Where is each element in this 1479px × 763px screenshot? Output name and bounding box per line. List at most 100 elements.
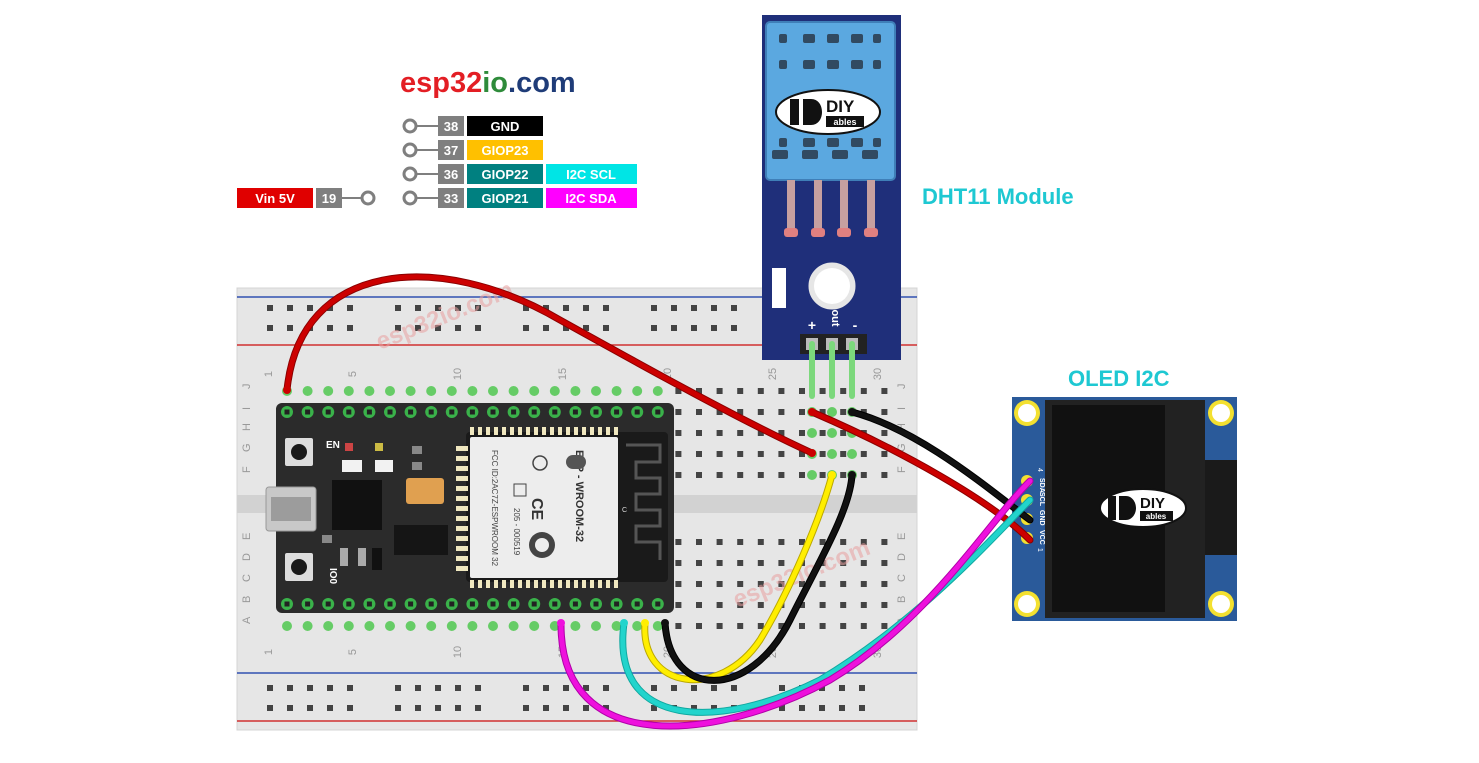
- breadboard-hole: [840, 472, 847, 478]
- breadboard-hole: [696, 388, 702, 394]
- breadboard-hole: [757, 623, 764, 629]
- occupied-hole: [611, 386, 622, 396]
- occupied-hole: [632, 386, 643, 396]
- grill-slot: [873, 60, 881, 69]
- sensor-leg: [840, 180, 848, 232]
- module-pin: [456, 526, 468, 531]
- wire-ends: [283, 386, 856, 627]
- usb-uart-chip: [332, 480, 382, 530]
- power-rail-hole: [523, 705, 529, 711]
- legend-pin-function: I2C SDA: [565, 191, 617, 206]
- module-pin: [494, 580, 498, 588]
- occupied-hole: [508, 621, 519, 631]
- antenna-mark: C: [622, 507, 627, 514]
- esp32-header-pins: [281, 406, 664, 610]
- row-label: D: [241, 553, 253, 561]
- occupied-hole: [364, 621, 375, 631]
- header-pin-core: [408, 409, 414, 415]
- breadboard-hole: [860, 388, 867, 394]
- grill-slot: [772, 150, 788, 159]
- grill-slot: [827, 138, 839, 147]
- module-pin: [526, 580, 530, 588]
- header-pin-core: [511, 601, 517, 607]
- module-pin: [566, 580, 570, 588]
- header-pin-core: [614, 601, 620, 607]
- occupied-hole: [302, 386, 313, 396]
- power-rail-hole: [475, 705, 481, 711]
- power-rail-hole: [435, 685, 441, 691]
- row-label: H: [896, 423, 908, 431]
- breadboard-hole: [696, 581, 702, 587]
- wroom-castellated-pins: [456, 427, 618, 588]
- power-rail-hole: [651, 705, 657, 711]
- power-rail-hole: [543, 705, 549, 711]
- power-rail-hole: [583, 305, 589, 311]
- power-rail-hole: [651, 685, 657, 691]
- breadboard-hole: [757, 430, 764, 436]
- breadboard-hole: [799, 472, 805, 478]
- power-rail-hole: [603, 685, 609, 691]
- wire-giop23-dht: [642, 472, 835, 683]
- header-pin-core: [346, 601, 352, 607]
- header-pin-core: [366, 409, 372, 415]
- legend-vin-number: 19: [322, 191, 336, 206]
- module-pin: [550, 427, 554, 435]
- occupied-hole: [529, 621, 540, 631]
- power-rail-hole: [691, 305, 697, 311]
- breadboard-hole: [881, 602, 888, 608]
- breadboard-hole: [778, 472, 785, 478]
- row-label: B: [896, 596, 908, 603]
- module-pin: [574, 580, 578, 588]
- header-pin-core: [325, 409, 331, 415]
- r-mark: [513, 483, 527, 497]
- power-rail-hole: [651, 305, 657, 311]
- occupied-hole: [549, 386, 560, 396]
- power-rail-hole: [307, 685, 313, 691]
- breadboard-hole: [757, 539, 764, 545]
- legend-pin-name: GIOP22: [482, 167, 529, 182]
- power-rail-hole: [799, 705, 805, 711]
- power-rail-hole: [267, 705, 273, 711]
- module-pin: [534, 580, 538, 588]
- smd-resistor: [322, 535, 332, 543]
- breadboard-hole: [737, 539, 744, 545]
- module-pin: [542, 580, 546, 588]
- occupied-hole: [611, 621, 622, 631]
- module-pin: [558, 580, 562, 588]
- power-rail-hole: [731, 325, 737, 331]
- module-pin: [582, 580, 586, 588]
- smd-resistor: [372, 548, 382, 570]
- power-rail-hole: [691, 325, 697, 331]
- col-label: 5: [347, 649, 359, 655]
- breadboard-hole: [737, 472, 744, 478]
- module-pin: [518, 580, 522, 588]
- breadboard-hole: [840, 581, 847, 587]
- legend-pin-number: 36: [444, 167, 458, 182]
- breadboard-hole: [778, 451, 785, 457]
- breadboard-hole: [881, 409, 888, 415]
- col-label: 10: [452, 646, 464, 658]
- module-pin: [598, 580, 602, 588]
- power-rail-hole: [839, 685, 845, 691]
- grill-slot: [827, 34, 839, 43]
- col-label: 25: [767, 368, 779, 380]
- power-rail-hole: [287, 705, 293, 711]
- power-rail-hole: [671, 685, 677, 691]
- breadboard-hole: [840, 539, 847, 545]
- breadboard-hole: [840, 451, 847, 457]
- module-pin: [456, 456, 468, 461]
- occupied-hole: [847, 449, 857, 459]
- legend-row-giop22: 36 GIOP22 I2C SCL: [402, 164, 637, 184]
- breadboard-hole: [675, 451, 682, 457]
- module-pin: [590, 580, 594, 588]
- module-pin: [494, 427, 498, 435]
- grill-slot: [803, 60, 815, 69]
- grill-slot: [851, 60, 863, 69]
- module-pin: [526, 427, 530, 435]
- occupied-hole: [426, 621, 437, 631]
- breadboard-hole: [696, 451, 702, 457]
- header-pin-core: [284, 601, 290, 607]
- sensor-grill: [772, 34, 881, 159]
- power-rail-hole: [563, 325, 569, 331]
